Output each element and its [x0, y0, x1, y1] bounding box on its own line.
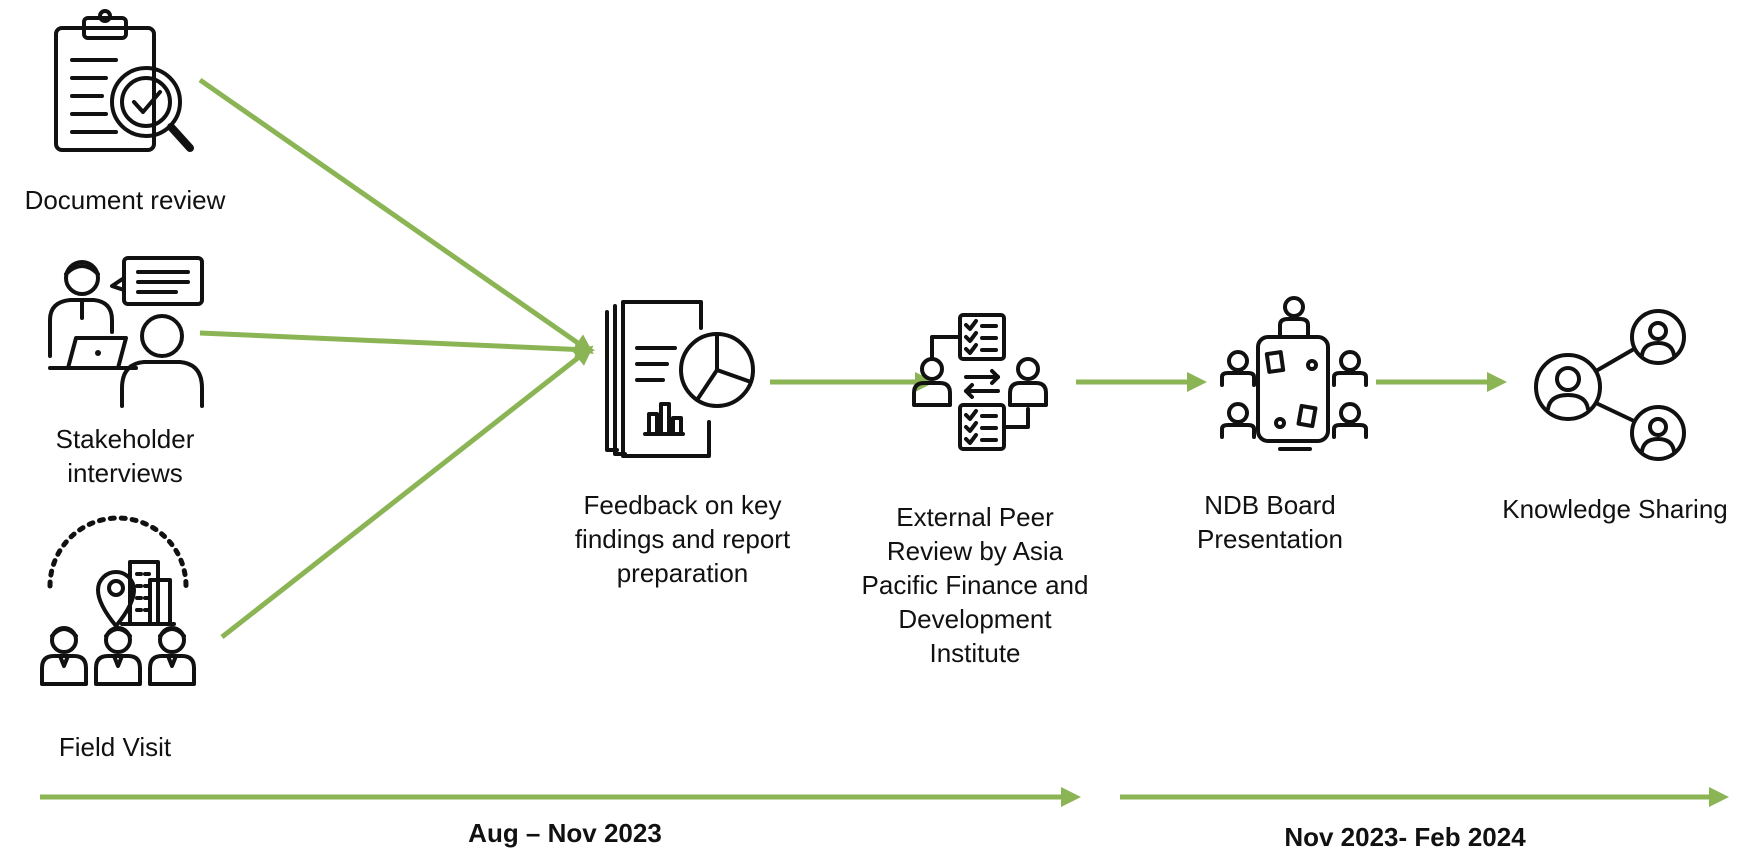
label-line: Development — [898, 604, 1052, 634]
label-line: preparation — [616, 558, 749, 588]
label-line: findings and report — [574, 524, 791, 554]
label-line: Pacific Finance and — [861, 570, 1089, 600]
input-label-stakeholder-interviews: Stakeholder interviews — [0, 422, 250, 490]
clipboard-magnifier-icon — [54, 9, 194, 152]
step-label-board-presentation: NDB Board Presentation — [1160, 488, 1380, 556]
label-line: Presentation — [1197, 524, 1343, 554]
label-line: External Peer — [896, 502, 1054, 532]
label-line: Knowledge Sharing — [1502, 494, 1728, 524]
field-visit-icon — [40, 515, 196, 686]
input-label-field-visit: Field Visit — [0, 730, 230, 764]
input-label-document-review: Document review — [0, 183, 250, 217]
step-label-feedback: Feedback on key findings and report prep… — [550, 488, 815, 590]
label-line: Field Visit — [58, 732, 172, 762]
interview-icon — [48, 256, 204, 408]
peer-review-icon — [912, 313, 1048, 451]
timeline-label-1: Aug – Nov 2023 — [468, 818, 662, 848]
label-line: Review by Asia — [886, 536, 1064, 566]
label-line: Institute — [929, 638, 1021, 668]
arrow-interviews-to-feedback — [199, 330, 595, 360]
label-line: Stakeholder — [55, 424, 195, 454]
label-line: NDB Board — [1204, 490, 1336, 520]
arrow-fieldvisit-to-feedback — [220, 345, 594, 639]
arrow-document-to-feedback — [198, 77, 594, 354]
step-label-peer-review: External Peer Review by Asia Pacific Fin… — [840, 500, 1110, 670]
step-label-knowledge-sharing: Knowledge Sharing — [1490, 492, 1740, 526]
board-meeting-icon — [1220, 296, 1368, 451]
label-line: interviews — [67, 458, 183, 488]
label-line: Document review — [24, 185, 226, 215]
label-line: Feedback on key — [583, 490, 782, 520]
knowledge-sharing-icon — [1534, 309, 1686, 461]
report-chart-icon — [605, 300, 755, 458]
timeline-label-2: Nov 2023- Feb 2024 — [1284, 822, 1526, 852]
